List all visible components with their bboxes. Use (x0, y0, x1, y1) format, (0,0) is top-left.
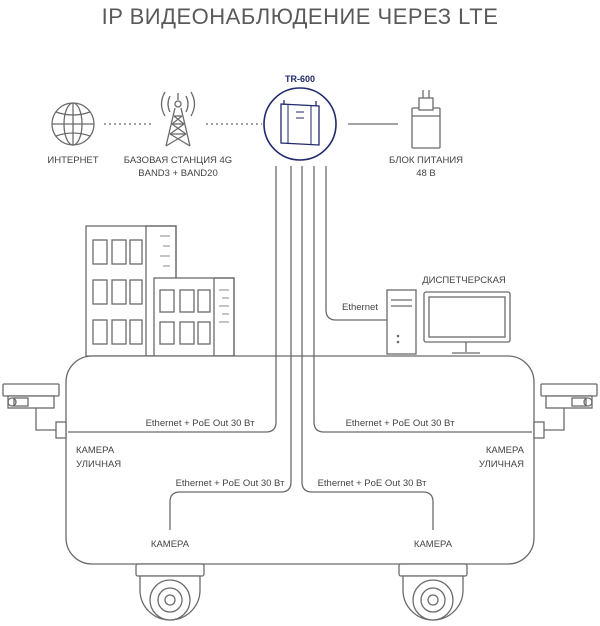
left-street-camera-icon (2, 383, 67, 439)
poe-label-right-upper: Ethernet + PoE Out 30 Вт (346, 418, 456, 429)
power-supply-icon (411, 90, 441, 149)
monitor-icon (423, 291, 511, 354)
right-dome-camera-label: КАМЕРА (414, 539, 453, 550)
right-street-camera-icon (533, 383, 598, 439)
base-station-bands: BAND3 + BAND20 (138, 168, 217, 179)
power-supply-label: БЛОК ПИТАНИЯ (389, 155, 463, 166)
internet-label: ИНТЕРНЕТ (47, 155, 98, 166)
ethernet-label: Ethernet (342, 302, 378, 313)
left-street-camera-sublabel: УЛИЧНАЯ (76, 459, 121, 470)
right-dome-camera-icon (398, 563, 468, 621)
dispatch-label: ДИСПЕТЧЕРСКАЯ (422, 275, 506, 286)
cable-to-left-dome-camera (169, 166, 292, 530)
base-station-label: БАЗОВАЯ СТАНЦИЯ 4G (124, 155, 232, 166)
device-name: TR-600 (285, 74, 315, 84)
globe-icon (51, 102, 95, 146)
right-street-camera-sublabel: УЛИЧНАЯ (479, 459, 524, 470)
poe-label-right-lower: Ethernet + PoE Out 30 Вт (318, 478, 428, 489)
cable-to-right-street-camera (313, 166, 532, 433)
router-icon (263, 87, 337, 161)
computer-icon (386, 289, 417, 355)
left-dome-camera-label: КАМЕРА (151, 539, 190, 550)
diagram-title: IP ВИДЕОНАБЛЮДЕНИЕ ЧЕРЕЗ LTE (102, 4, 499, 29)
poe-label-left-upper: Ethernet + PoE Out 30 Вт (146, 418, 256, 429)
cell-tower-icon (160, 91, 196, 147)
power-supply-voltage: 48 В (416, 168, 436, 179)
site-platform (65, 355, 535, 565)
cable-to-right-dome-camera (301, 166, 434, 530)
cable-to-left-street-camera (68, 166, 277, 433)
left-street-camera-label: КАМЕРА (76, 445, 115, 456)
left-dome-camera-icon (135, 563, 205, 621)
right-street-camera-label: КАМЕРА (486, 445, 525, 456)
cable-to-dispatch (325, 166, 387, 321)
poe-label-left-lower: Ethernet + PoE Out 30 Вт (176, 478, 286, 489)
buildings-illustration (85, 225, 235, 357)
